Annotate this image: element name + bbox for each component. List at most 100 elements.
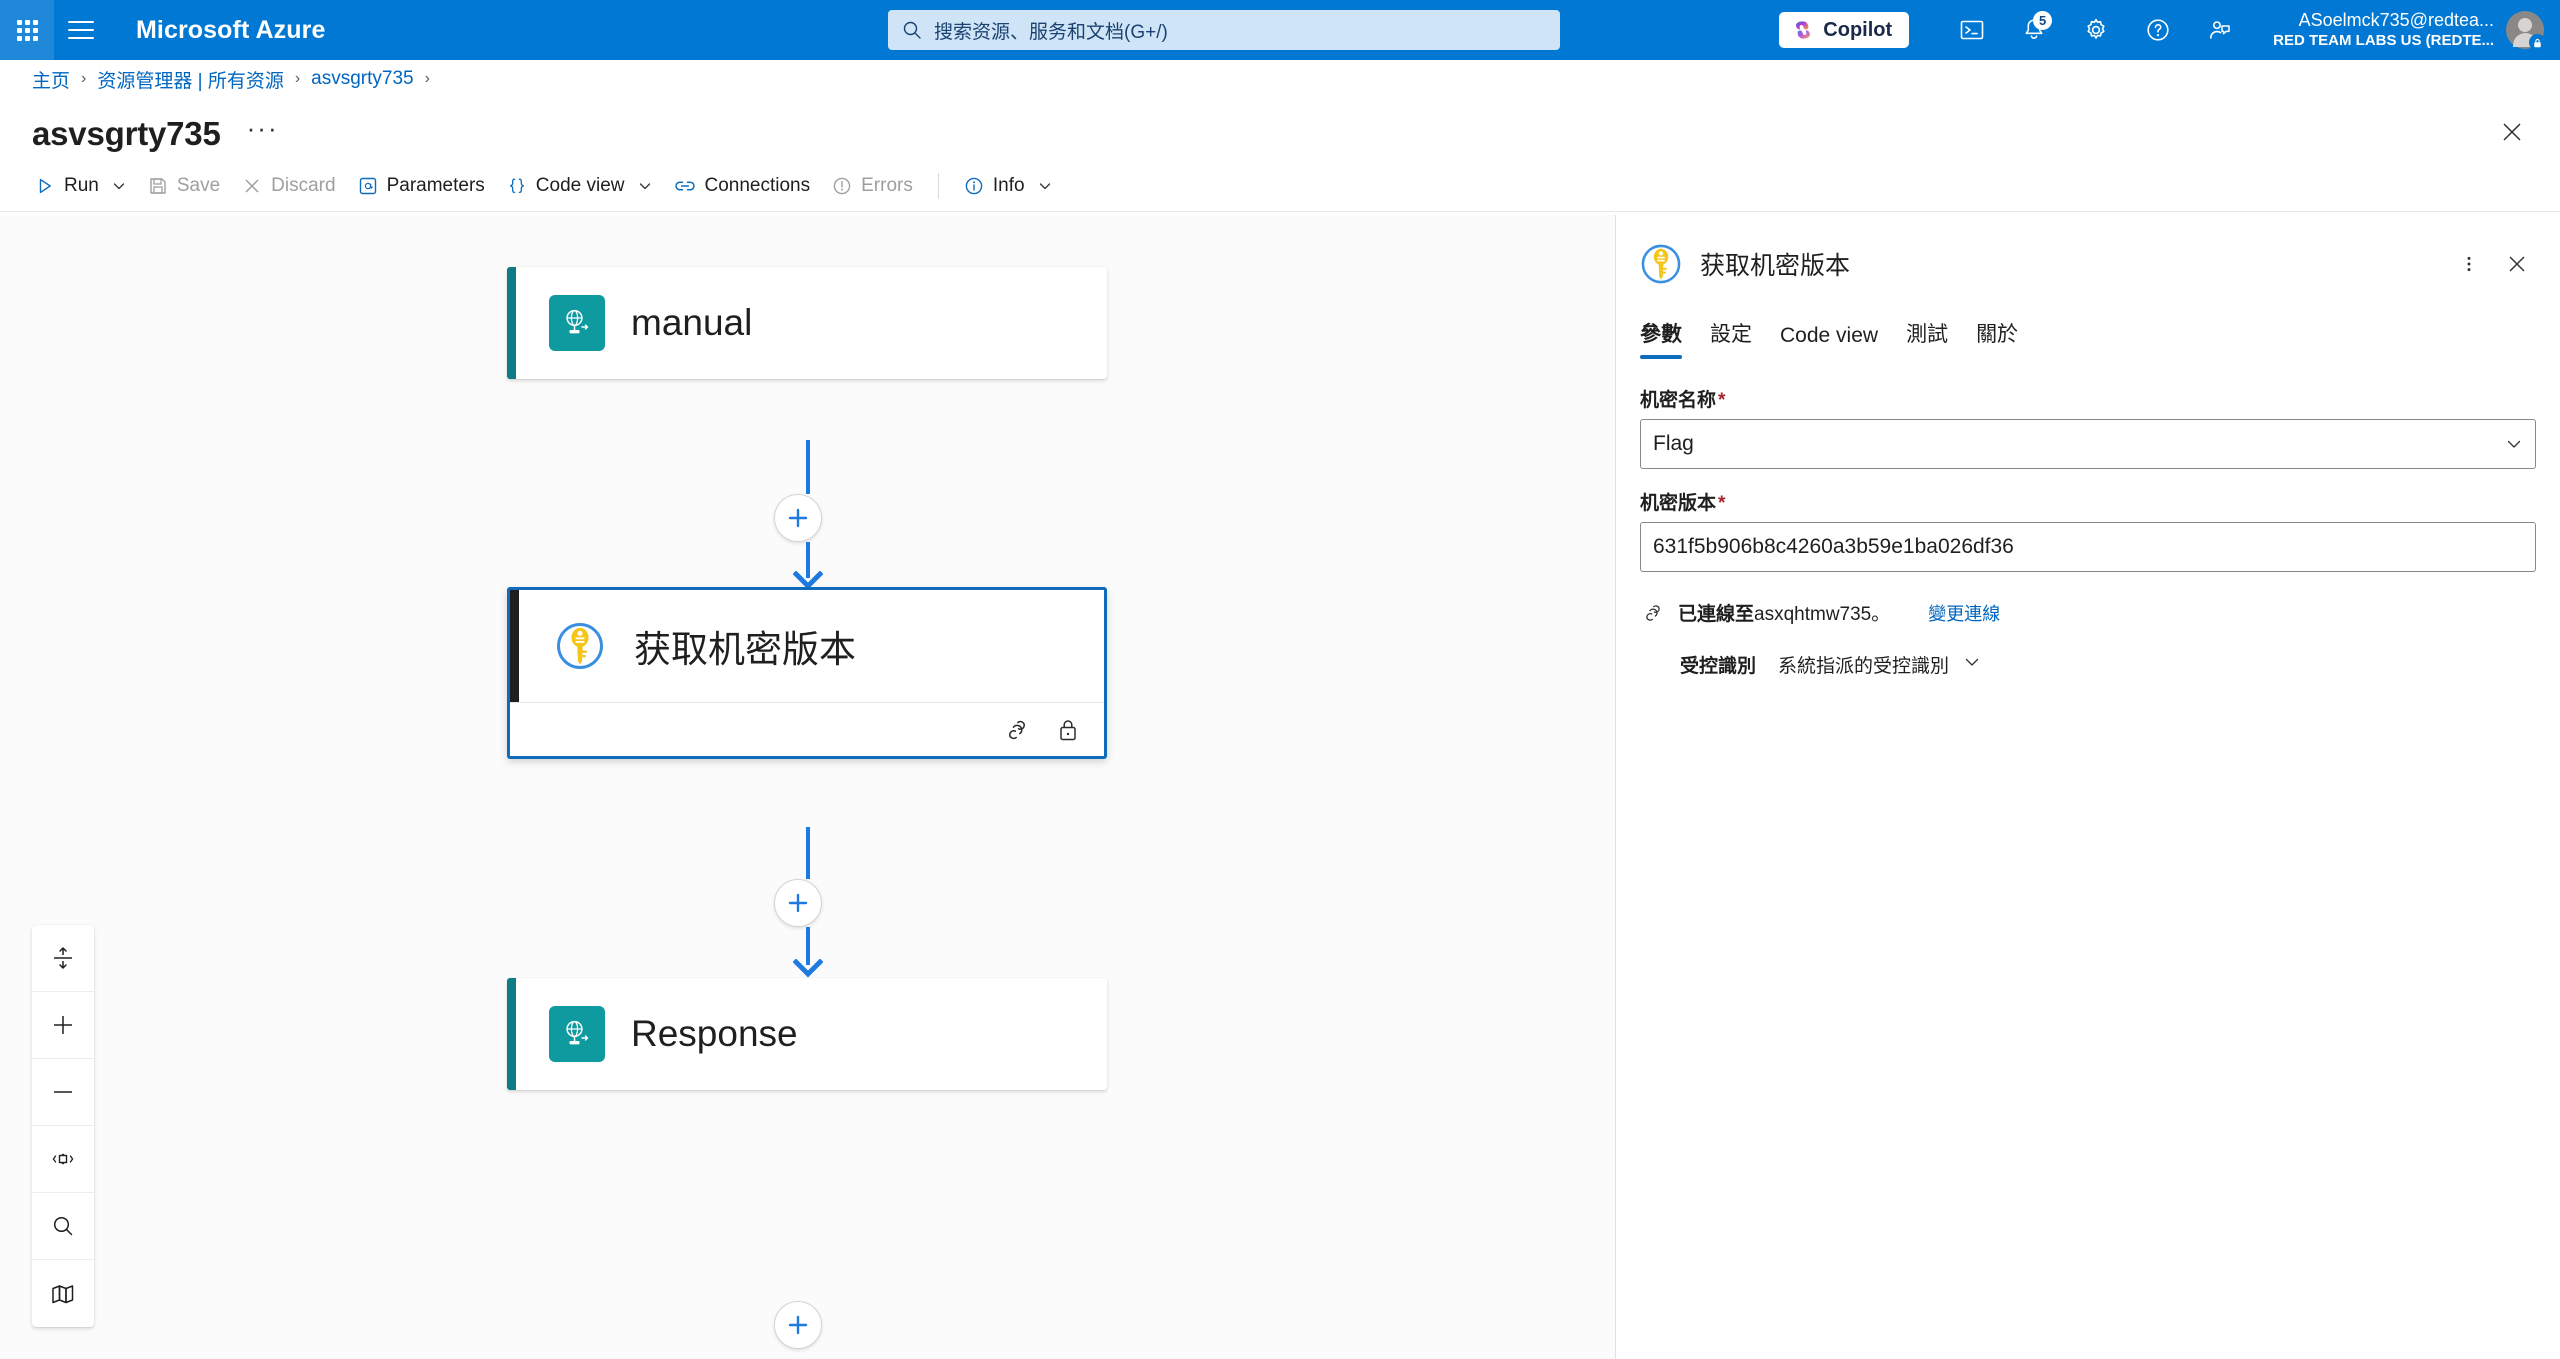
add-step-button-1[interactable] bbox=[774, 494, 822, 542]
global-search-placeholder: 搜索资源、服务和文档(G+/) bbox=[934, 21, 1168, 43]
tab-code-view[interactable]: Code view bbox=[1780, 324, 1879, 347]
managed-identity-dropdown[interactable]: 系統指派的受控識別 bbox=[1778, 651, 1981, 678]
account-menu[interactable]: ASoelmck735@redtea... RED TEAM LABS US (… bbox=[2251, 0, 2560, 60]
global-menu-button[interactable] bbox=[54, 0, 108, 60]
page-title-row: asvsgrty735 ··· bbox=[0, 98, 2560, 160]
breadcrumb-item-home[interactable]: 主页 bbox=[32, 70, 71, 92]
avatar bbox=[2506, 11, 2546, 51]
workflow-node-manual[interactable]: manual bbox=[507, 267, 1107, 379]
connection-icon[interactable] bbox=[1004, 717, 1030, 743]
parameters-at-icon bbox=[359, 177, 376, 194]
add-step-button-3[interactable] bbox=[774, 1301, 822, 1349]
settings-gear-icon bbox=[2087, 18, 2105, 39]
lock-icon bbox=[2534, 38, 2541, 47]
secret-version-label-text: 机密版本 bbox=[1640, 493, 1717, 514]
breadcrumb-item-resource[interactable]: asvsgrty735 bbox=[311, 68, 414, 89]
node-title: 获取机密版本 bbox=[634, 629, 856, 670]
cloud-shell-icon bbox=[1960, 20, 1984, 40]
search-icon bbox=[903, 21, 921, 39]
parameters-label: Parameters bbox=[386, 174, 485, 196]
run-label: Run bbox=[64, 174, 99, 196]
http-request-trigger-icon bbox=[566, 309, 589, 334]
chevron-down-icon[interactable] bbox=[2505, 435, 2523, 453]
node-body: manual bbox=[507, 267, 1107, 379]
breadcrumb-separator: › bbox=[424, 70, 430, 87]
code-view-chevron-down-icon[interactable] bbox=[638, 179, 652, 193]
errors-button[interactable]: Errors bbox=[821, 166, 924, 206]
zoom-out-button[interactable] bbox=[32, 1059, 94, 1126]
fit-to-view-button[interactable] bbox=[32, 1126, 94, 1193]
code-view-button[interactable]: Code view bbox=[496, 166, 663, 206]
change-connection-link[interactable]: 變更連線 bbox=[1928, 603, 2001, 624]
connection-prefix: 已連線至 bbox=[1678, 604, 1755, 625]
lock-icon[interactable] bbox=[1056, 717, 1080, 743]
copilot-label: Copilot bbox=[1823, 18, 1893, 41]
designer-main: manual 获取 bbox=[0, 215, 2560, 1359]
minimap-button[interactable] bbox=[32, 1260, 94, 1327]
workflow-canvas[interactable]: manual 获取 bbox=[0, 215, 1615, 1359]
workflow-node-response[interactable]: Response bbox=[507, 978, 1107, 1090]
cloud-shell-button[interactable] bbox=[1941, 0, 2003, 60]
tab-parameters[interactable]: 參數 bbox=[1640, 318, 1696, 359]
breadcrumb-item-resource-explorer[interactable]: 资源管理器 | 所有资源 bbox=[97, 70, 284, 92]
breadcrumb-separator: › bbox=[294, 70, 301, 87]
save-button[interactable]: Save bbox=[137, 166, 231, 206]
help-button[interactable] bbox=[2127, 0, 2189, 60]
run-button[interactable]: Run bbox=[24, 166, 137, 206]
blade-close-button[interactable] bbox=[2492, 112, 2532, 152]
chevron-down-icon bbox=[1963, 653, 1981, 677]
parameters-button[interactable]: Parameters bbox=[347, 166, 496, 206]
managed-identity-label: 受控識別 bbox=[1680, 656, 1757, 677]
connection-link-icon bbox=[1642, 602, 1664, 624]
canvas-search-button[interactable] bbox=[32, 1193, 94, 1260]
discard-x-icon bbox=[245, 178, 259, 193]
zoom-in-button[interactable] bbox=[32, 992, 94, 1059]
panel-more-button[interactable] bbox=[2450, 245, 2488, 283]
breadcrumb-separator: › bbox=[81, 70, 87, 87]
copilot-button[interactable]: Copilot bbox=[1779, 12, 1910, 48]
breadcrumb: 主页 › 资源管理器 | 所有资源 › asvsgrty735 › bbox=[0, 60, 2560, 98]
node-accent-bar bbox=[507, 267, 516, 379]
secret-name-dropdown[interactable]: Flag bbox=[1640, 419, 2536, 469]
page-more-button[interactable]: ··· bbox=[246, 113, 279, 143]
avatar-lock-badge bbox=[2529, 34, 2546, 51]
fit-height-button[interactable] bbox=[32, 925, 94, 992]
node-icon-tile bbox=[549, 295, 605, 351]
run-chevron-down-icon[interactable] bbox=[112, 179, 126, 193]
required-marker: * bbox=[1718, 390, 1726, 411]
node-body: Response bbox=[507, 978, 1107, 1090]
close-icon bbox=[2509, 256, 2525, 272]
notifications-button[interactable]: 5 bbox=[2003, 0, 2065, 60]
key-vault-key-icon bbox=[1640, 243, 1682, 285]
discard-button[interactable]: Discard bbox=[231, 166, 346, 206]
app-launcher-button[interactable] bbox=[0, 0, 54, 60]
more-vertical-icon bbox=[2467, 256, 2471, 272]
info-button[interactable]: Info bbox=[953, 166, 1063, 206]
help-question-icon bbox=[2147, 19, 2169, 41]
tab-test[interactable]: 測試 bbox=[1906, 323, 1949, 346]
feedback-button[interactable] bbox=[2189, 0, 2251, 60]
save-icon bbox=[150, 177, 166, 194]
info-chevron-down-icon[interactable] bbox=[1038, 179, 1052, 193]
http-response-icon bbox=[566, 1020, 589, 1045]
node-accent-bar bbox=[510, 590, 519, 702]
tab-settings[interactable]: 設定 bbox=[1710, 323, 1752, 346]
managed-identity-row: 受控識別 系統指派的受控識別 bbox=[1640, 651, 2536, 678]
node-icon-tile bbox=[552, 618, 608, 674]
add-step-button-2[interactable] bbox=[774, 879, 822, 927]
azure-brand[interactable]: Microsoft Azure bbox=[136, 15, 326, 44]
connections-button[interactable]: Connections bbox=[663, 166, 822, 206]
panel-header: 获取机密版本 bbox=[1616, 215, 2560, 291]
secret-version-input[interactable]: 631f5b906b8c4260a3b59e1ba026df36 bbox=[1640, 522, 2536, 572]
notifications-badge: 5 bbox=[2033, 11, 2053, 30]
connector-segment bbox=[806, 440, 810, 494]
settings-button[interactable] bbox=[2065, 0, 2127, 60]
workflow-node-get-secret-version[interactable]: 获取机密版本 bbox=[507, 587, 1107, 759]
error-alert-icon bbox=[833, 177, 851, 194]
connection-status-text: 已連線至asxqhtmw735。 bbox=[1678, 599, 1890, 626]
node-footer bbox=[510, 702, 1104, 756]
panel-close-button[interactable] bbox=[2498, 245, 2536, 283]
info-icon bbox=[965, 177, 983, 194]
tab-about[interactable]: 關於 bbox=[1976, 323, 2019, 346]
global-search-input[interactable]: 搜索资源、服务和文档(G+/) bbox=[888, 10, 1560, 50]
